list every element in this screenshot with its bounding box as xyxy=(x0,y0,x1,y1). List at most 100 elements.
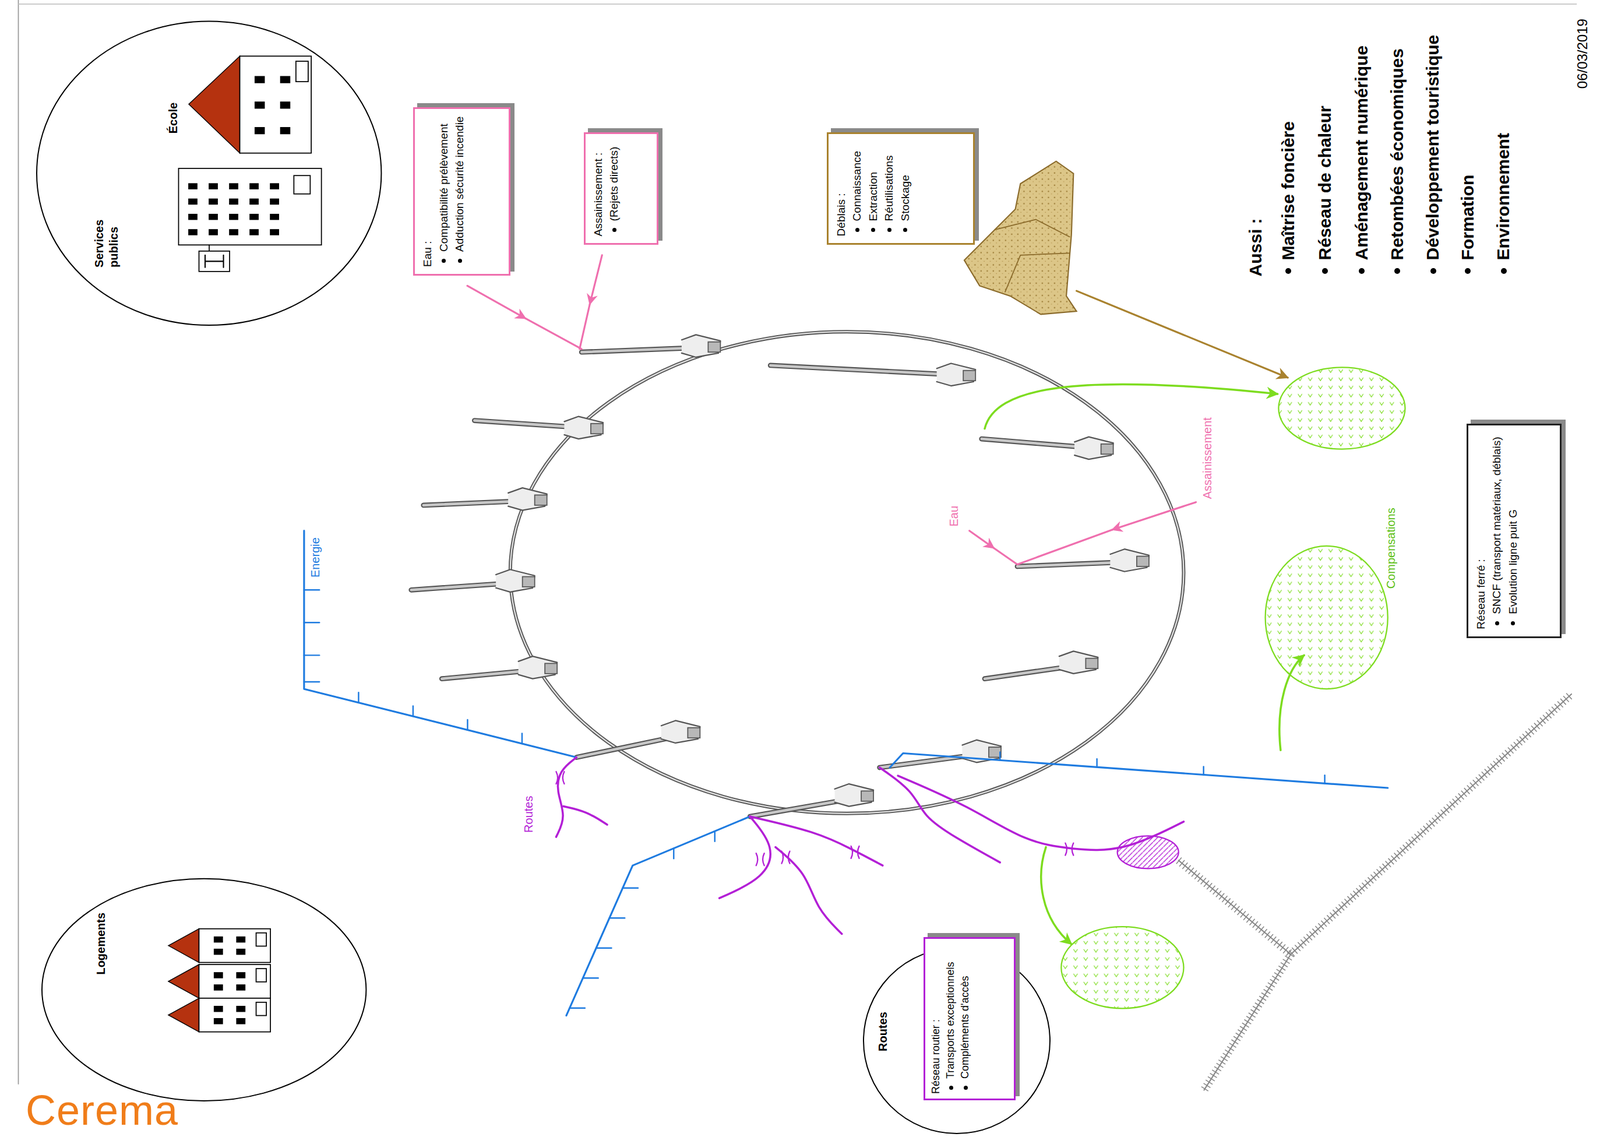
energy-line xyxy=(304,530,577,758)
list-item: Formation xyxy=(1457,173,1479,278)
railway-ties xyxy=(1178,693,1572,955)
bullet-item: SNCF (transport matériaux, déblais) xyxy=(1488,432,1506,630)
access-loop xyxy=(564,416,604,440)
energy-tick xyxy=(1323,774,1325,784)
school-house xyxy=(240,55,312,153)
window xyxy=(270,183,279,189)
window xyxy=(280,76,291,83)
frame-line xyxy=(18,0,20,1084)
road xyxy=(775,847,842,935)
group-heading: Logements xyxy=(93,912,109,975)
junction-block xyxy=(1136,555,1150,567)
junction-block xyxy=(1085,658,1098,669)
junction-block xyxy=(988,746,1002,758)
bullet-item: Compléments d'accès xyxy=(957,943,973,1094)
window xyxy=(229,199,238,205)
house xyxy=(198,998,271,1032)
window xyxy=(188,229,197,235)
window xyxy=(255,76,265,83)
door xyxy=(295,61,309,82)
junction-block xyxy=(544,663,558,674)
roof xyxy=(168,998,200,1032)
railway-line xyxy=(1178,693,1572,955)
rail-box: Réseau ferré :SNCF (transport matériaux,… xyxy=(1466,423,1562,639)
sanitation-line xyxy=(1112,502,1197,530)
window xyxy=(209,229,218,235)
bullet-item: Stockage xyxy=(897,141,914,236)
door xyxy=(256,932,267,947)
roof xyxy=(188,55,241,153)
network-label: Energie xyxy=(308,536,323,579)
network-label: Compensations xyxy=(1383,506,1398,590)
door xyxy=(256,1002,267,1016)
access-loop xyxy=(936,363,976,386)
road-network-box: Réseau routier :Transports exceptionnels… xyxy=(923,936,1016,1101)
window xyxy=(209,183,218,189)
window xyxy=(255,127,265,135)
energy-tick xyxy=(412,706,414,717)
access-loop xyxy=(495,569,535,592)
bullet-item: Extraction xyxy=(865,141,882,236)
road xyxy=(555,756,577,837)
bridge-symbol xyxy=(781,851,790,864)
sanitation-line xyxy=(579,304,591,350)
window xyxy=(188,199,197,205)
logo-text: Cerema xyxy=(24,1087,180,1134)
group-outline xyxy=(40,877,368,1102)
water-line xyxy=(969,530,995,549)
window xyxy=(280,101,291,109)
bridge-symbol xyxy=(756,853,765,866)
window xyxy=(214,972,223,978)
compensation-arrow xyxy=(1041,847,1072,944)
list-item: Maîtrise foncière xyxy=(1277,120,1299,278)
list-heading: Aussi : xyxy=(1245,216,1267,278)
roads-group: RoutesRéseau routier :Transports excepti… xyxy=(862,946,1052,1135)
spoil-arrow xyxy=(1076,290,1289,378)
compensation-arrow xyxy=(984,383,1278,429)
junction-block xyxy=(1101,443,1114,455)
bullet-item: (Rejets directs) xyxy=(605,141,623,236)
list-item: Réseau de chaleur xyxy=(1314,104,1336,278)
window xyxy=(280,127,291,135)
energy-tick xyxy=(357,692,359,703)
window xyxy=(229,214,238,220)
network-label: Eau xyxy=(946,504,961,528)
window xyxy=(270,229,279,235)
junction-block xyxy=(687,727,700,739)
access-loop xyxy=(661,720,701,743)
compensation-area xyxy=(1265,545,1388,689)
sanitation-box: Assainissement :(Rejets directs) xyxy=(583,132,659,245)
junction-block xyxy=(590,423,604,435)
compensation-arrow xyxy=(1279,654,1305,750)
list-item: Environnement xyxy=(1492,131,1514,278)
window xyxy=(229,183,238,189)
bullet-item: Réutilisations xyxy=(880,141,898,236)
tunnel-ring xyxy=(510,331,1184,814)
energy-tick xyxy=(609,917,625,919)
railway-ties xyxy=(1204,954,1292,1091)
annex-link xyxy=(208,244,210,252)
list-item: Développement touristique xyxy=(1422,33,1444,278)
bullet-item: Evolution ligne puit G xyxy=(1505,432,1522,630)
box-heading: Eau : xyxy=(419,115,436,267)
window xyxy=(255,101,265,109)
junction-block xyxy=(963,370,976,382)
list-item: Retombées économiques xyxy=(1386,47,1408,278)
access-loop xyxy=(1109,548,1150,572)
door xyxy=(293,175,310,195)
group-ellipse xyxy=(36,21,382,326)
junction-block xyxy=(522,576,535,588)
window xyxy=(214,1006,223,1012)
energy-tick xyxy=(582,977,598,979)
school-building xyxy=(178,168,322,245)
annex xyxy=(198,251,230,272)
door xyxy=(256,968,267,982)
group-outline xyxy=(35,20,383,327)
network-label: Assainissement xyxy=(1200,416,1215,500)
box-heading: Réseau routier : xyxy=(928,943,944,1094)
window xyxy=(236,1018,245,1024)
access-loop xyxy=(1074,436,1114,460)
energy-tick xyxy=(304,589,320,591)
railway-line xyxy=(1204,954,1292,1091)
compensation-area xyxy=(1061,926,1184,1009)
